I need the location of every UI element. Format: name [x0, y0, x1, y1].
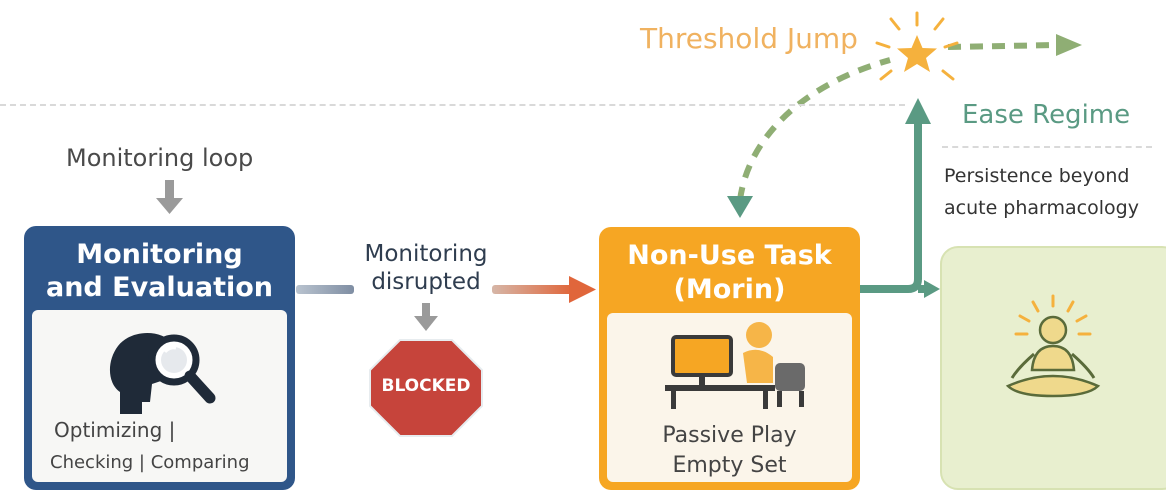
meditating-person-icon: [1005, 294, 1101, 398]
nonuse-caption-line2: Empty Set: [672, 453, 787, 478]
monitoring-caption-line1: Optimizing |: [54, 418, 176, 442]
flow-arrow-nonuse-to-ease: [860, 98, 940, 298]
nonuse-title-line1: Non-Use Task: [627, 240, 832, 271]
nonuse-card-title: Non-Use Task (Morin): [599, 227, 860, 313]
monitoring-caption-line2: Checking | Comparing: [50, 452, 250, 473]
monitoring-evaluation-card: Monitoring and Evaluation Optimizing | C…: [24, 226, 295, 490]
threshold-jump-label: Threshold Jump: [640, 22, 858, 55]
burst-star-icon: [875, 11, 959, 81]
monitoring-disrupted-label: Monitoring disrupted: [344, 240, 508, 296]
flow-arrow-monitoring-to-disrupted: [296, 285, 354, 294]
nonuse-card-body: Passive Play Empty Set: [607, 313, 852, 482]
ease-regime-card: [940, 246, 1166, 490]
nonuse-caption-line1: Passive Play: [662, 423, 797, 448]
persistence-label-line2: acute pharmacology: [944, 197, 1139, 219]
nonuse-caption: Passive Play Empty Set: [607, 421, 852, 481]
head-magnifier-icon: [109, 332, 216, 414]
loop-down-arrow: [156, 180, 183, 214]
persistence-label-line1: Persistence beyond: [944, 165, 1130, 187]
header-separator: [0, 104, 905, 106]
disrupted-line2: disrupted: [371, 269, 481, 295]
stop-sign-label: BLOCKED: [381, 376, 471, 396]
disrupted-line1: Monitoring: [364, 241, 488, 267]
person-at-computer-icon: [665, 322, 805, 409]
ease-regime-label: Ease Regime: [962, 100, 1131, 130]
ease-separator: [942, 146, 1152, 148]
monitoring-card-body: Optimizing | Checking | Comparing: [32, 310, 287, 482]
flow-arrow-disrupted-to-nonuse: [492, 276, 596, 303]
non-use-task-card: Non-Use Task (Morin) Passive Play Empty …: [599, 227, 860, 490]
monitoring-card-title: Monitoring and Evaluation: [24, 226, 295, 310]
stop-sign-icon: BLOCKED: [368, 338, 484, 438]
nonuse-title-line2: (Morin): [673, 274, 786, 305]
monitoring-loop-label: Monitoring loop: [66, 144, 254, 172]
blocked-down-arrow: [414, 303, 438, 331]
monitoring-title-line1: Monitoring: [76, 239, 243, 270]
monitoring-title-line2: and Evaluation: [45, 272, 274, 303]
threshold-dashed-forward: [947, 34, 1082, 56]
threshold-dashed-curve: [727, 57, 891, 218]
